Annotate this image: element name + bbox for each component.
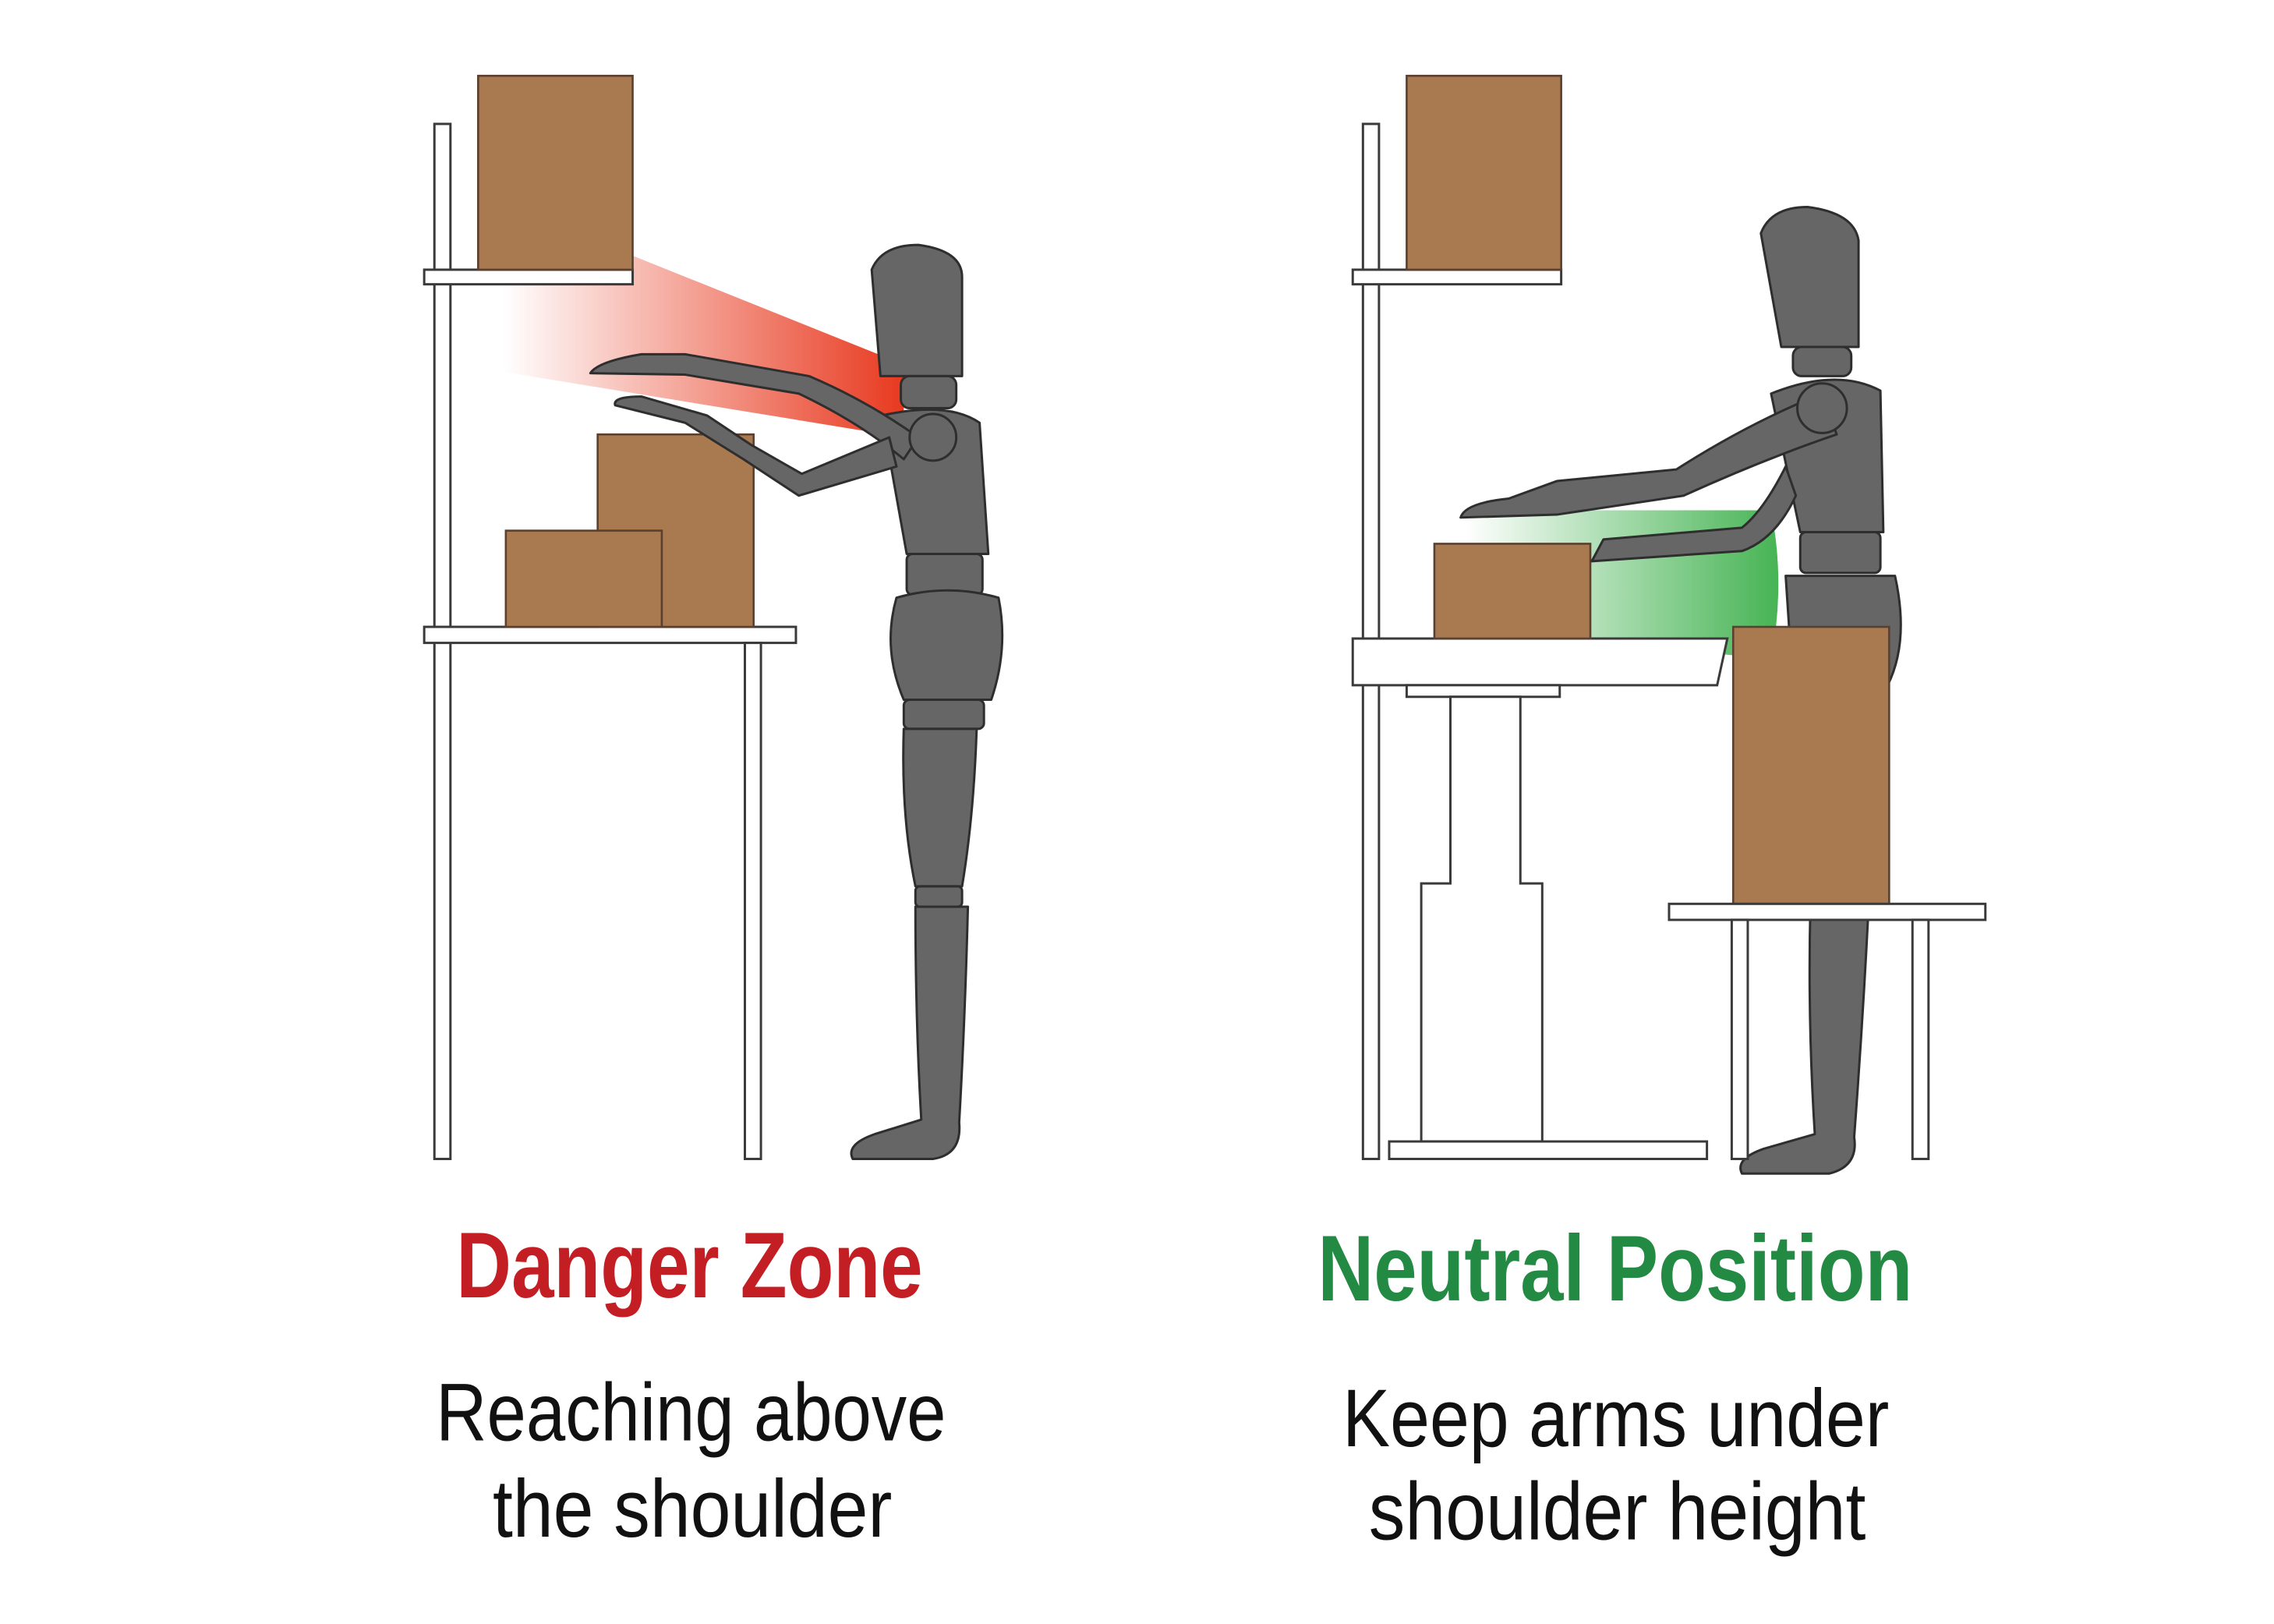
box-short bbox=[504, 529, 663, 628]
neutral-position-illustration bbox=[1351, 74, 1987, 1175]
box-upper-shelf bbox=[1406, 74, 1562, 271]
desk-base bbox=[1388, 1140, 1709, 1161]
upper-shelf bbox=[423, 268, 635, 286]
cart-top bbox=[1667, 902, 1987, 922]
cart-leg bbox=[1730, 918, 1749, 1161]
desk-column bbox=[1420, 695, 1544, 1143]
mannequin-reaching bbox=[589, 243, 1004, 1161]
neutral-position-title: Neutral Position bbox=[1317, 1217, 1912, 1321]
danger-caption-line2: the shoulder bbox=[493, 1463, 892, 1555]
cart-leg bbox=[1911, 918, 1930, 1161]
danger-zone-illustration bbox=[423, 74, 1004, 1161]
upper-shelf bbox=[1351, 268, 1563, 286]
desk-bracket bbox=[1405, 684, 1561, 699]
danger-zone-title: Danger Zone bbox=[456, 1214, 922, 1318]
neutral-caption-line1: Keep arms under bbox=[1342, 1373, 1889, 1464]
box-on-cart bbox=[1731, 625, 1890, 905]
box-upper-shelf bbox=[477, 74, 634, 271]
danger-caption-line1: Reaching above bbox=[436, 1367, 946, 1458]
box-on-desk bbox=[1433, 543, 1592, 640]
adjustable-desk bbox=[1351, 637, 1729, 687]
table-leg bbox=[744, 642, 762, 1161]
table-top bbox=[423, 625, 797, 645]
neutral-caption-line2: shoulder height bbox=[1369, 1467, 1866, 1558]
